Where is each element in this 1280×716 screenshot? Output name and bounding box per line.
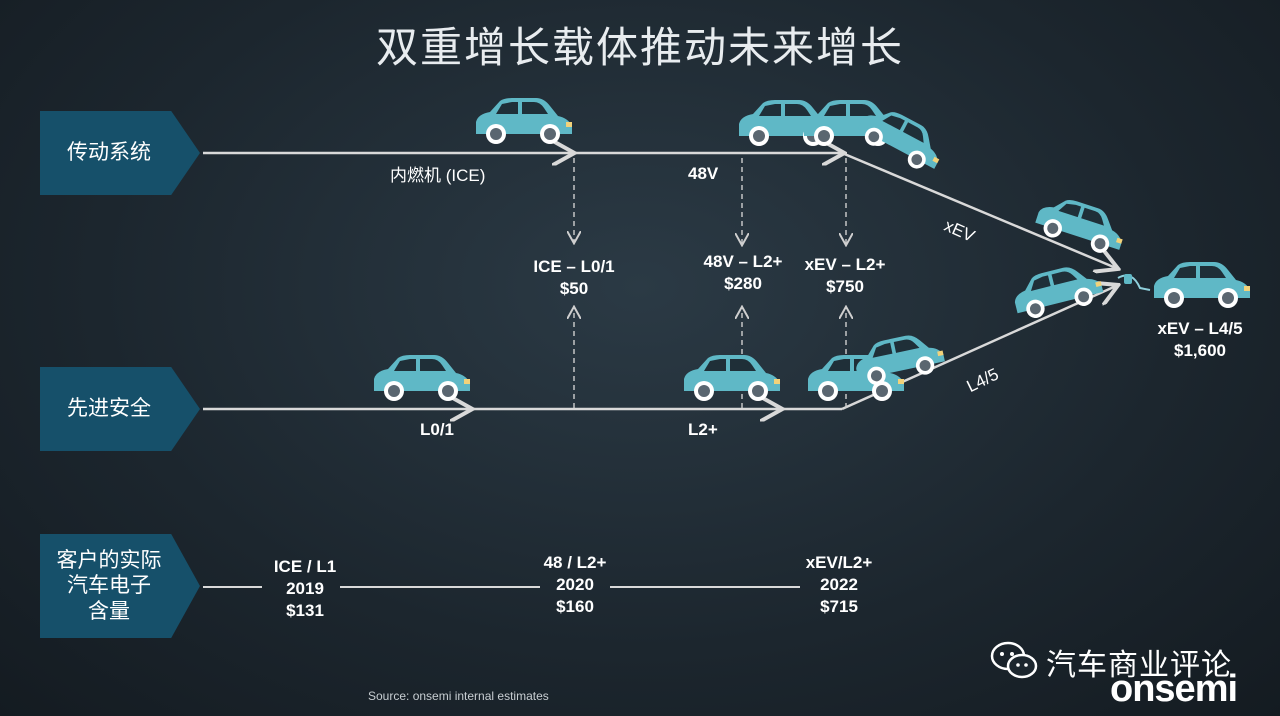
brand-logo: onsemi: [1110, 668, 1238, 710]
combo-ice-l01-value: $50: [559, 279, 589, 299]
combo-xev-l45-value: $1,600: [1174, 341, 1226, 361]
timeline-2019: ICE / L1 2019 $131: [260, 556, 350, 622]
timeline-2020-value: $160: [556, 597, 594, 617]
combo-48v-l2-name: 48V – L2+: [703, 252, 783, 271]
label-l2: L2+: [688, 420, 718, 439]
page-title: 双重增长载体推动未来增长: [375, 24, 904, 71]
timeline-2019-value: $131: [286, 601, 324, 621]
timeline-2022-config: xEV/L2+: [805, 553, 873, 572]
row-header-powertrain: 传动系统: [40, 111, 200, 195]
combo-xev-l45: xEV – L4/5 $1,600: [1140, 318, 1260, 362]
wechat-icon: [990, 641, 1038, 679]
timeline-2022-value: $715: [820, 597, 858, 617]
combo-ice-l01-name: ICE – L0/1: [533, 257, 615, 276]
row-header-content-line3: 含量: [88, 599, 130, 623]
timeline-2019-config: ICE / L1: [273, 557, 337, 576]
row-header-safety: 先进安全: [40, 367, 200, 451]
car-icon-final: [1154, 262, 1250, 308]
combo-xev-l2-name: xEV – L2+: [804, 255, 886, 274]
combo-ice-l01: ICE – L0/1 $50: [514, 256, 634, 300]
timeline-2020-config: 48 / L2+: [543, 553, 607, 572]
car-icon-l01: [374, 355, 470, 401]
row-header-content-line1: 客户的实际: [56, 549, 162, 573]
row-header-content: 客户的实际 汽车电子 含量: [40, 534, 200, 638]
label-48v: 48V: [688, 164, 719, 183]
car-icon-l2: [684, 355, 780, 401]
watermark-text: 汽车商业评论: [1046, 649, 1232, 682]
combo-48v-l2-value: $280: [724, 274, 762, 294]
label-ice: 内燃机 (ICE): [390, 166, 486, 185]
combo-xev-l45-name: xEV – L4/5: [1157, 319, 1243, 338]
timeline-2019-year: 2019: [286, 579, 324, 599]
combo-xev-l2: xEV – L2+ $750: [790, 254, 900, 298]
row-header-powertrain-label: 传动系统: [67, 141, 151, 165]
row-header-safety-label: 先进安全: [67, 397, 151, 421]
car-icon-xev-3: [1032, 191, 1130, 259]
timeline-2022-year: 2022: [820, 575, 858, 595]
row-header-content-line2: 汽车电子: [67, 574, 151, 598]
label-l01: L0/1: [420, 420, 455, 439]
combo-xev-l2-value: $750: [826, 277, 864, 297]
timeline-2022: xEV/L2+ 2022 $715: [794, 552, 884, 618]
source-note: Source: onsemi internal estimates: [368, 689, 549, 703]
charging-plug-icon: [1117, 274, 1151, 291]
powertrain-line: [203, 153, 1116, 268]
timeline-2020-year: 2020: [556, 575, 594, 595]
timeline-2020: 48 / L2+ 2020 $160: [530, 552, 620, 618]
car-icon-ice: [476, 98, 572, 144]
combo-48v-l2: 48V – L2+ $280: [688, 251, 798, 295]
